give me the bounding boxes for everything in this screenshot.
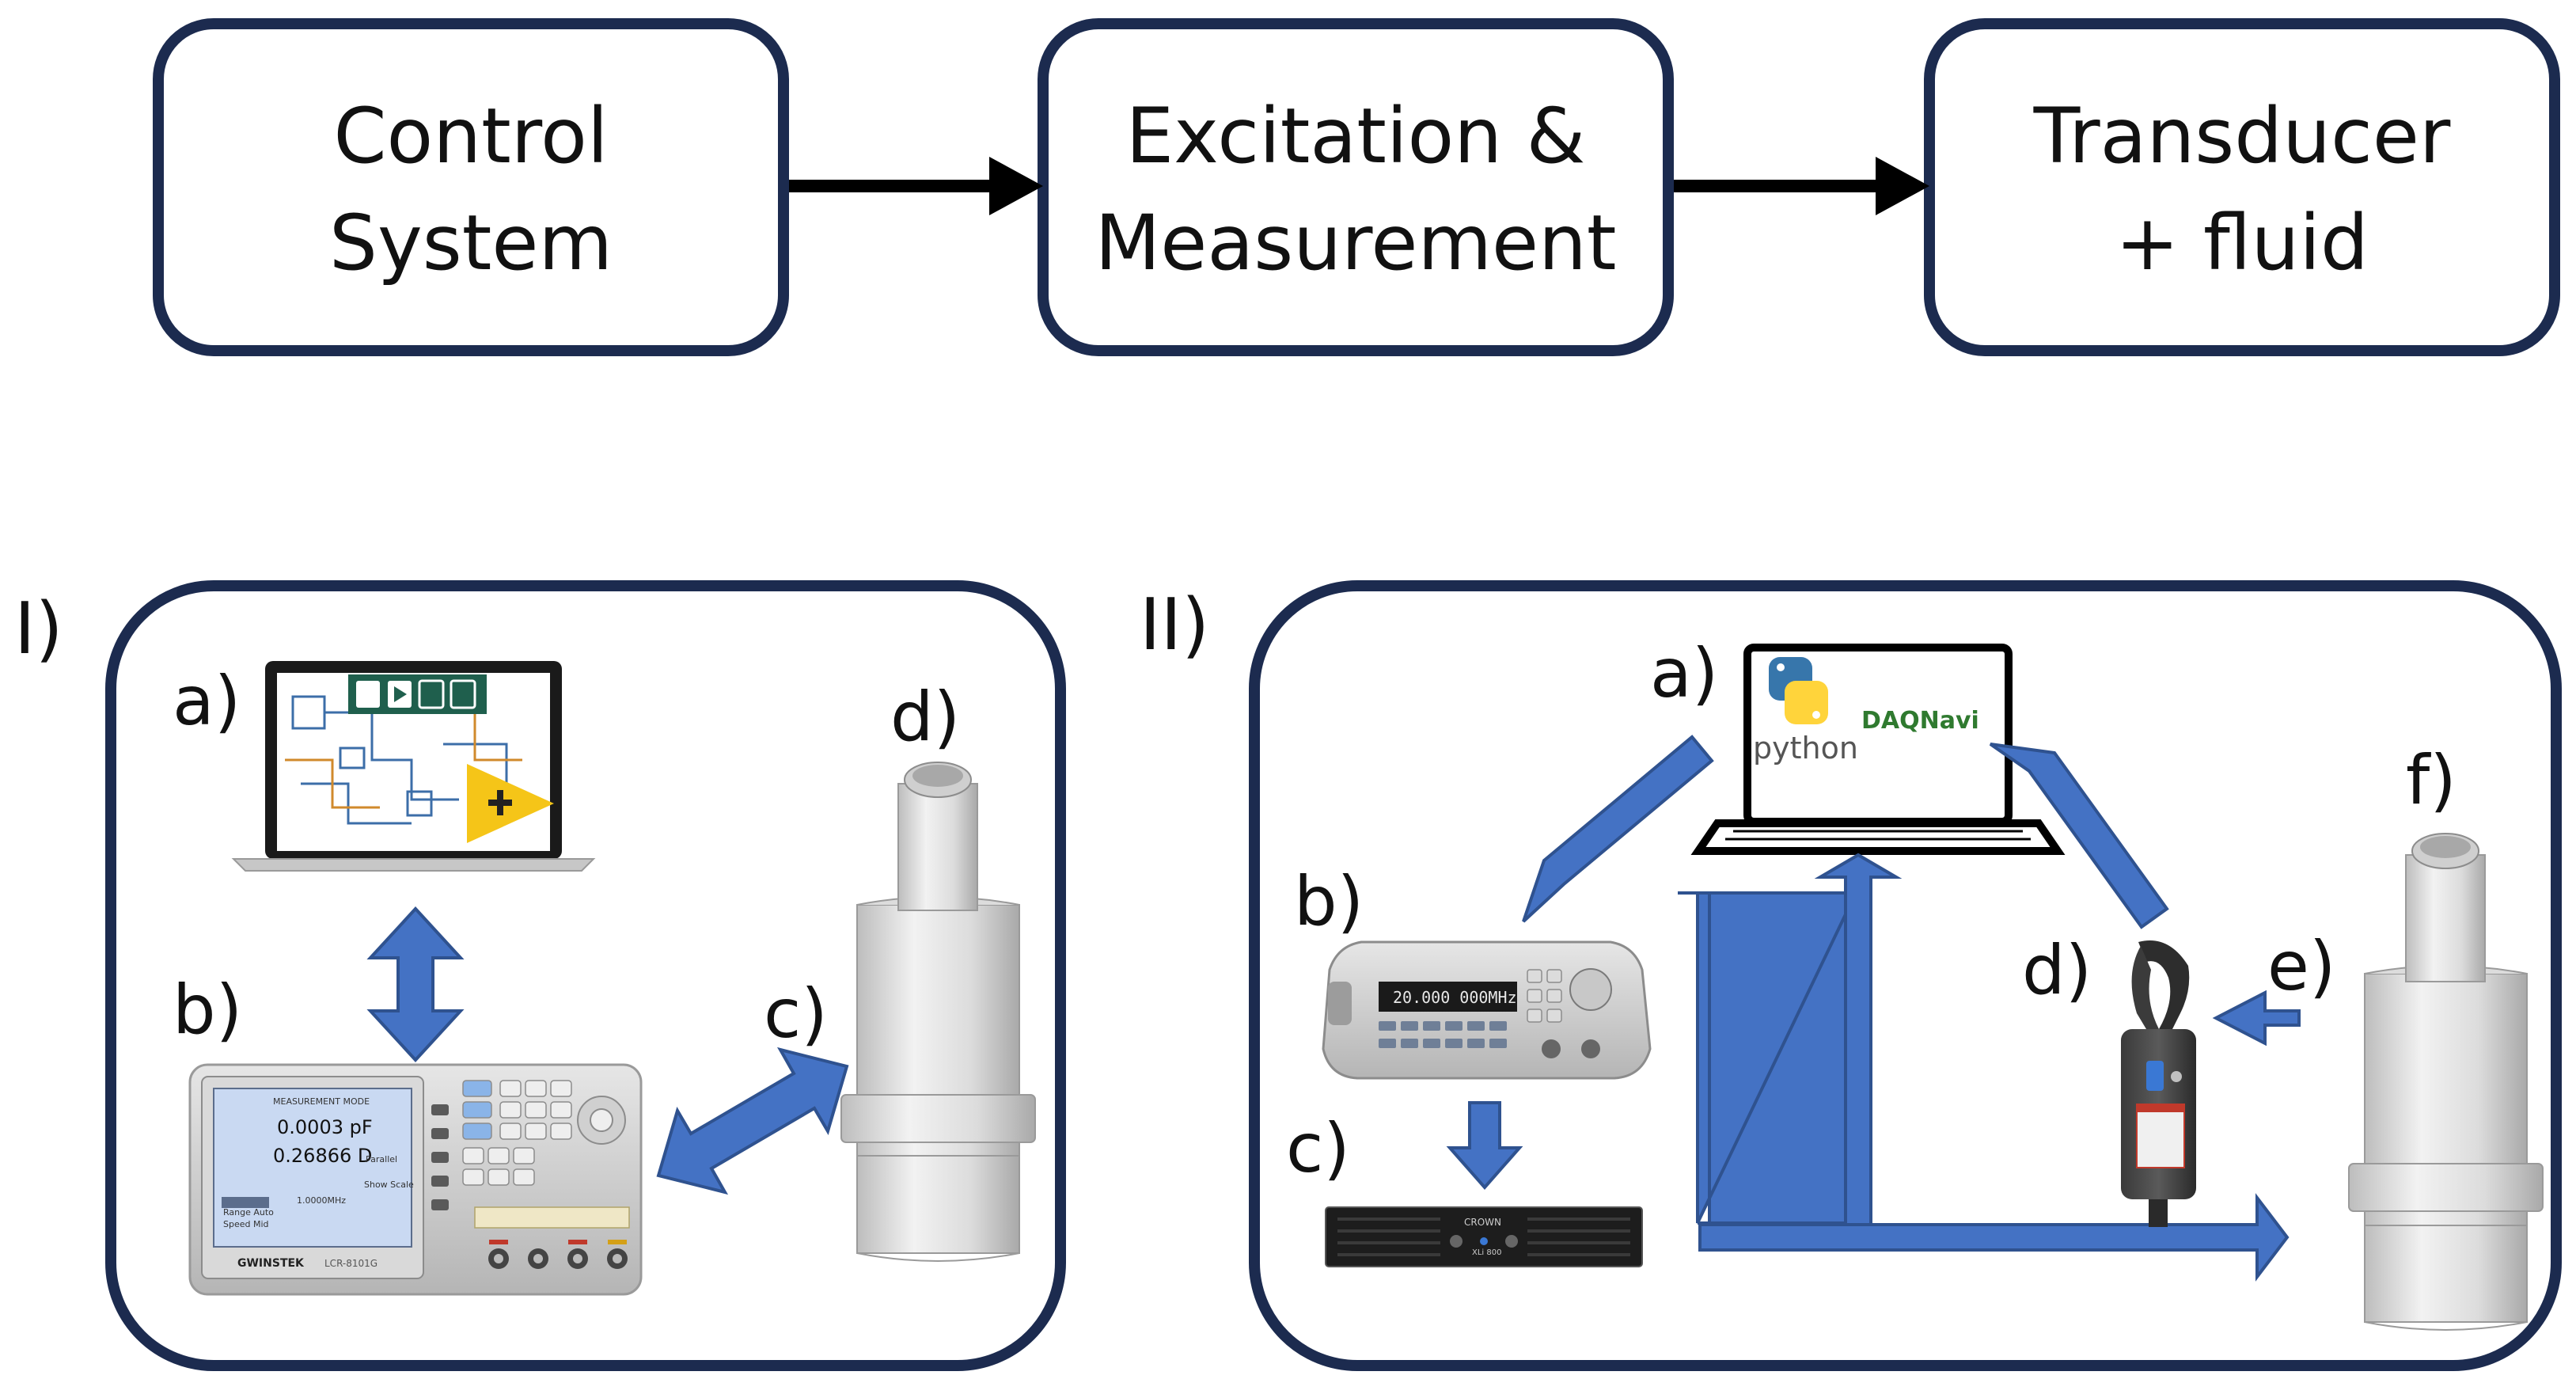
generator-display-text: 20.000 000MHz <box>1393 988 1517 1007</box>
panel1-transducer <box>840 762 1036 1262</box>
panel1-laptop-labview <box>231 661 596 872</box>
meter-model: LCR-8101G <box>324 1258 377 1269</box>
panel2-item-e-label: e) <box>2267 927 2335 1006</box>
panel2-item-f-label: f) <box>2406 741 2456 820</box>
panel2-amplifier: CROWN XLi 800 <box>1325 1206 1643 1267</box>
amp-brand: CROWN <box>1464 1217 1501 1228</box>
panel2-frame <box>1249 580 2562 1371</box>
tag-icon <box>418 679 445 709</box>
panel1-item-a-label: a) <box>173 662 241 741</box>
panel2-arrow-e-clamp <box>2212 990 2301 1047</box>
panel2-item-b-label: b) <box>1294 862 1364 941</box>
flow-box-control-line1: Control <box>333 92 608 180</box>
flow-box-transducer-line2: + fluid <box>2115 199 2369 287</box>
flow-arrow-excitation-to-transducer <box>1674 157 1929 215</box>
panel1-item-d-label: d) <box>890 678 960 757</box>
meter-side-label: Parallel <box>366 1154 397 1164</box>
daqnavi-text: DAQNavi <box>1861 707 1979 735</box>
python-logo-icon <box>1769 657 1828 724</box>
flow-box-excitation-line1: Excitation & <box>1126 92 1586 180</box>
panel2-item-d-label: d) <box>2022 931 2092 1010</box>
python-text: python <box>1753 731 1858 765</box>
amp-model: XLi 800 <box>1472 1248 1501 1257</box>
panel1-label: I) <box>14 587 63 671</box>
panel2-arrow-horizontal <box>1698 1193 2290 1282</box>
panel1-lcr-meter: MEASUREMENT MODE 0.0003 pF 0.26866 D Par… <box>188 1063 643 1296</box>
flow-box-control-line2: System <box>329 199 613 287</box>
panel2-transducer <box>2348 833 2544 1331</box>
panel2-function-generator: 20.000 000MHz <box>1322 940 1652 1080</box>
gift-icon <box>450 679 476 709</box>
meter-header: MEASUREMENT MODE <box>273 1096 370 1107</box>
meter-value2: 0.26866 D <box>273 1145 372 1167</box>
panel2-arrow-amp-transducer <box>1678 891 1860 1225</box>
panel2-item-c-label: c) <box>1286 1109 1350 1188</box>
meter-range-label: Range Auto <box>223 1207 274 1218</box>
panel2-arrow-vertical-branch <box>1814 853 1903 1226</box>
flow-box-excitation-measurement: Excitation & Measurement <box>1038 18 1674 356</box>
meter-value1: 0.0003 pF <box>277 1116 373 1138</box>
flow-box-excitation-line2: Measurement <box>1095 199 1616 287</box>
flow-box-control-system: Control System <box>153 18 789 356</box>
info-icon <box>356 681 380 708</box>
flow-arrow-control-to-excitation <box>789 157 1043 215</box>
panel2-label: II) <box>1140 583 1209 667</box>
panel2-laptop: python DAQNavi <box>1690 644 2066 855</box>
meter-brand: GWINSTEK <box>237 1257 305 1270</box>
panel1-arrow-meter-transducer <box>656 1047 849 1195</box>
panel2-current-probe <box>2121 940 2196 1227</box>
meter-scale-label: Show Scale <box>364 1180 414 1190</box>
meter-screen <box>213 1088 412 1248</box>
panel2-arrow-generator-amp <box>1446 1101 1523 1191</box>
panel1-item-c-label: c) <box>764 974 828 1054</box>
meter-speed-label: Speed Mid <box>223 1219 269 1229</box>
flow-box-transducer-fluid: Transducer + fluid <box>1924 18 2560 356</box>
panel2-arrow-laptop-generator <box>1522 735 1714 923</box>
generator-display <box>1379 982 1517 1012</box>
meter-freq: 1.0000MHz <box>297 1195 346 1206</box>
flow-box-transducer-line1: Transducer <box>2033 92 2451 180</box>
laptop-keyboard <box>1690 819 2066 855</box>
panel1-item-b-label: b) <box>173 971 242 1050</box>
panel1-arrow-laptop-meter <box>366 906 465 1062</box>
panel2-item-a-label: a) <box>1650 634 1718 713</box>
panel2-arrow-clamp-laptop <box>1989 743 2169 929</box>
